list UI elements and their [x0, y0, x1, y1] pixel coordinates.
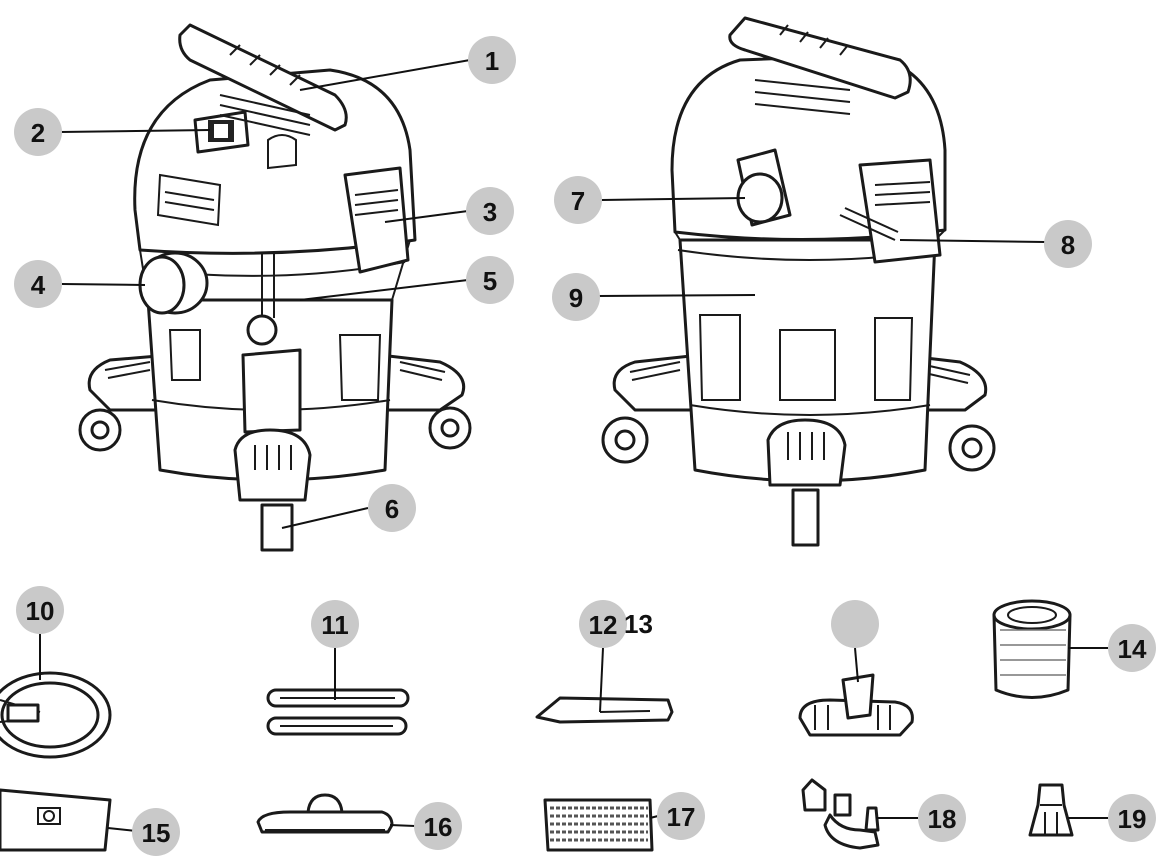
callout-10-label: 10 [26, 596, 55, 626]
callout-19: 19 [1108, 794, 1156, 842]
callout-9-label: 9 [569, 283, 583, 313]
accessory-extension-wands [266, 688, 410, 736]
callout-2: 2 [14, 108, 62, 156]
callout-14: 14 [1108, 624, 1156, 672]
callout-15: 15 [132, 808, 180, 856]
callout-1: 1 [468, 36, 516, 84]
callout-8-label: 8 [1061, 230, 1075, 260]
callout-1-label: 1 [485, 46, 499, 76]
callout-9: 9 [552, 273, 600, 321]
callout-10: 10 [16, 586, 64, 634]
callout-5-label: 5 [483, 266, 497, 296]
accessory-adapter [1028, 783, 1074, 837]
callout-18-label: 18 [928, 804, 957, 834]
callout-7-label: 7 [571, 186, 585, 216]
callout-17-label: 17 [667, 802, 696, 832]
vacuum-back-view [601, 16, 996, 547]
callout-7: 7 [554, 176, 602, 224]
accessory-extension-cord [543, 798, 654, 852]
callout-2-label: 2 [31, 118, 45, 148]
accessory-cartridge-filter [992, 599, 1072, 699]
callout-11-label: 11 [321, 610, 349, 640]
accessory-floor-brush [256, 793, 394, 834]
callout-5: 5 [466, 256, 514, 304]
callout-14-label: 14 [1118, 634, 1147, 664]
callout-3: 3 [466, 187, 514, 235]
callout-18: 18 [918, 794, 966, 842]
vacuum-front-view [78, 23, 472, 552]
callout-16: 16 [414, 802, 462, 850]
callout-4: 4 [14, 260, 62, 308]
accessory-inflator-adapters [801, 778, 880, 850]
callout-3-label: 3 [483, 197, 497, 227]
callout-19-label: 19 [1118, 804, 1147, 834]
callout-11: 11 [311, 600, 359, 648]
callout-12-label: 12 [589, 610, 618, 640]
accessory-dust-bag [0, 788, 112, 852]
leader-lines [39, 59, 1108, 833]
callout-15-label: 15 [142, 818, 171, 848]
callout-6-label: 6 [385, 494, 399, 524]
callout-16-label: 16 [424, 812, 453, 842]
callout-17: 17 [657, 792, 705, 840]
accessory-crevice-tool [535, 696, 674, 724]
callout-13: 13 [624, 609, 653, 639]
callout-12: 12 [579, 600, 627, 648]
callout-13-badge [831, 600, 879, 648]
accessory-hose [0, 671, 112, 759]
callout-13-label: 13 [624, 609, 653, 639]
accessory-utility-nozzle [798, 673, 914, 737]
callout-8: 8 [1044, 220, 1092, 268]
callout-6: 6 [368, 484, 416, 532]
callout-4-label: 4 [31, 270, 46, 300]
